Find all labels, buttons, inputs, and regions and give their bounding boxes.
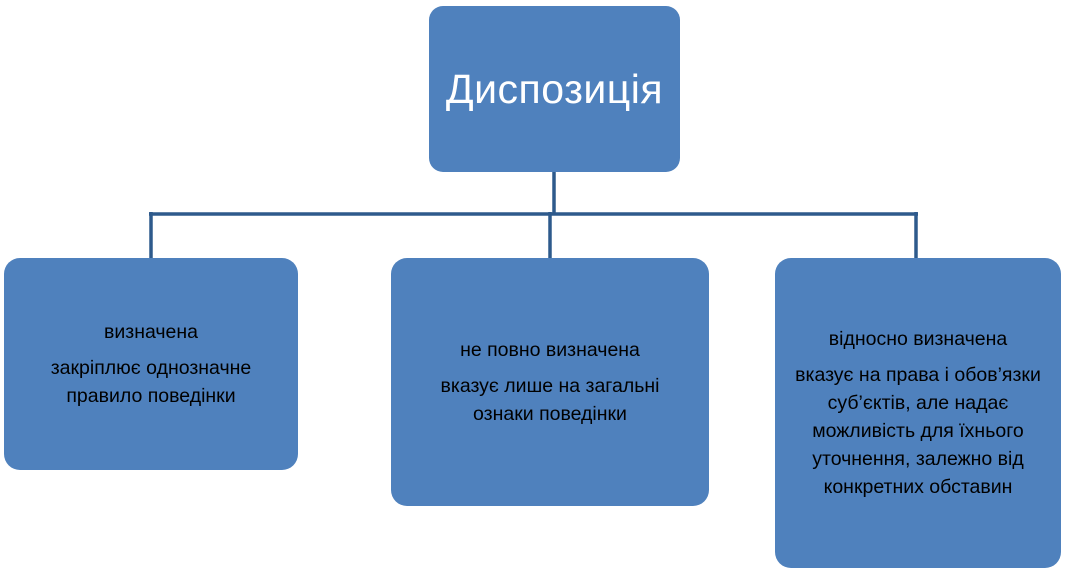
root-node-title: Диспозиція xyxy=(445,65,664,112)
child-node-ne-povno-vyznachena: не повно визначена вказує лише на загаль… xyxy=(391,258,709,506)
child-node-description: вказує лише на загальні ознаки поведінки xyxy=(440,375,660,425)
child-node-description: вказує на права і обов’язки суб’єктів, а… xyxy=(795,364,1041,498)
child-node-title: не повно визначена xyxy=(460,339,640,361)
child-node-title: відносно визначена xyxy=(828,328,1008,350)
child-node-vyznachena: визначена закріплює однозначне правило п… xyxy=(4,258,298,470)
child-node-title: визначена xyxy=(104,321,198,343)
root-node-dispozytsiia: Диспозиція xyxy=(429,6,680,172)
child-node-description: закріплює однозначне правило поведінки xyxy=(50,357,252,407)
child-node-vidnosno-vyznachena: відносно визначена вказує на права і обо… xyxy=(775,258,1061,568)
